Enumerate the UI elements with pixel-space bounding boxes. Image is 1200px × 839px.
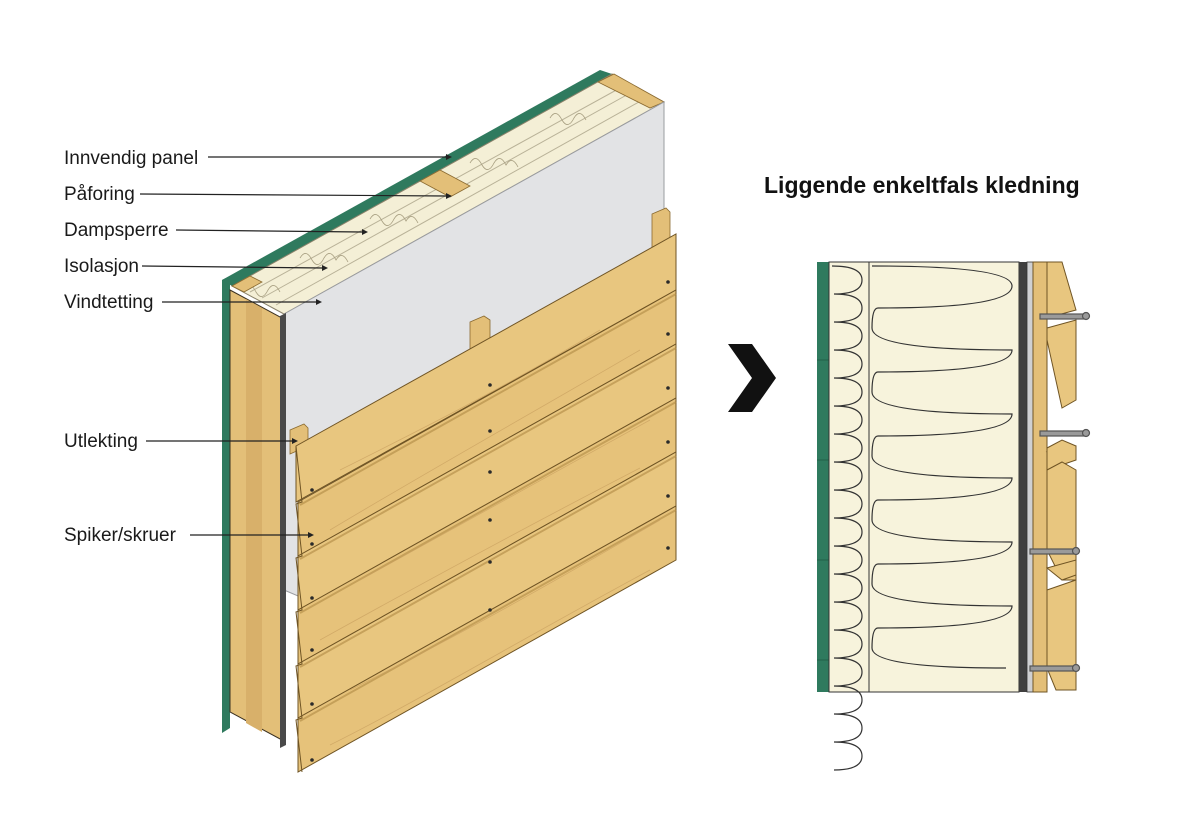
chevron-right-icon xyxy=(728,344,776,412)
label-dampsperre: Dampsperre xyxy=(64,220,169,241)
section-batten xyxy=(1032,261,1048,693)
label-vindtetting: Vindtetting xyxy=(64,292,153,313)
section-inner-panel xyxy=(1026,261,1034,693)
section-insulation-outer xyxy=(828,261,870,693)
section-cladding xyxy=(1045,261,1077,691)
section-insulation-main xyxy=(868,261,1020,693)
wall-section-detail xyxy=(817,261,1091,771)
label-isolasjon: Isolasjon xyxy=(64,256,139,277)
label-spiker-skruer: Spiker/skruer xyxy=(64,525,177,546)
label-leaders xyxy=(139,154,452,538)
section-wind-barrier xyxy=(817,262,829,692)
label-innvendig-panel: Innvendig panel xyxy=(64,148,198,169)
vapor-barrier-edge xyxy=(280,313,286,748)
label-paforing: Påforing xyxy=(64,184,135,205)
section-vapor-barrier xyxy=(1019,262,1027,692)
cladding-boards xyxy=(295,233,677,773)
section-screws xyxy=(1029,311,1091,673)
nail-dots xyxy=(310,280,670,762)
wind-barrier-edge xyxy=(222,276,230,733)
label-utlekting: Utlekting xyxy=(64,431,138,452)
layer-labels: Innvendig panel Påforing Dampsperre Isol… xyxy=(64,148,198,546)
wall-3d-illustration xyxy=(222,70,677,773)
section-title: Liggende enkeltfals kledning xyxy=(764,172,1080,198)
